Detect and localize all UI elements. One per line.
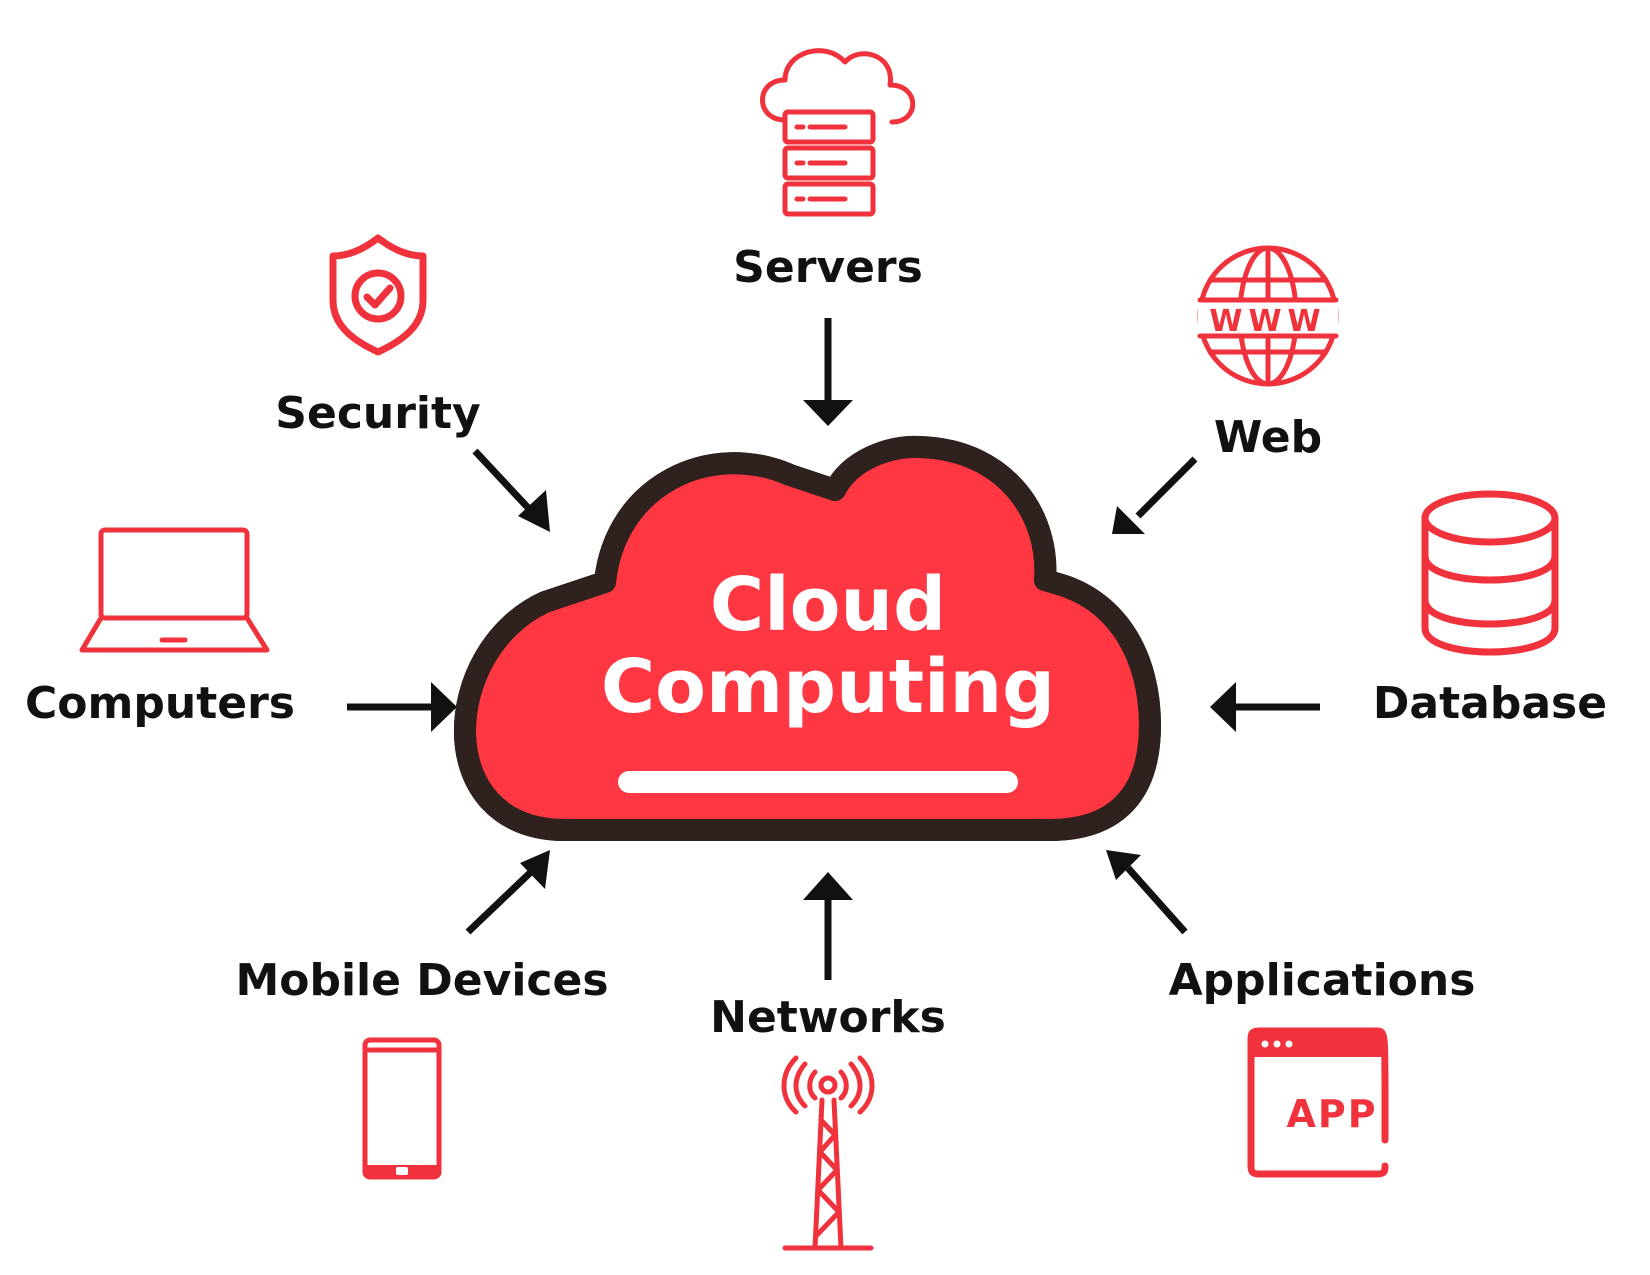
laptop-icon [79,527,270,653]
label-applications: Applications [1169,955,1476,1006]
cloud-underline-bar [618,771,1018,793]
label-security: Security [275,388,480,439]
globe-www-text: WWW [1209,304,1326,339]
label-mobile-devices: Mobile Devices [235,955,608,1006]
arrow-applications [1106,850,1188,935]
globe-www-icon [1197,245,1339,387]
network-tower-icon [781,1055,875,1251]
cloud-shape [465,447,1161,841]
app-window-text: APP [1286,1092,1377,1136]
label-computers: Computers [25,678,295,729]
cloud-title-line1: Cloud [710,562,946,648]
arrow-servers [803,318,853,426]
app-window-icon [1247,1027,1389,1178]
label-web: Web [1214,412,1322,463]
server-cloud-icon [760,48,916,217]
arrow-networks [803,872,853,980]
smartphone-icon [362,1037,442,1180]
cloud-title-line2: Computing [601,644,1055,730]
arrow-security [472,448,550,532]
arrow-computers [347,682,457,732]
label-networks: Networks [710,992,946,1043]
label-servers: Servers [733,242,923,293]
label-database: Database [1373,678,1607,729]
database-icon [1421,490,1559,656]
arrow-web [1112,456,1198,534]
arrow-database [1210,682,1320,732]
shield-check-icon [329,234,427,356]
arrow-mobile-devices [465,850,550,935]
